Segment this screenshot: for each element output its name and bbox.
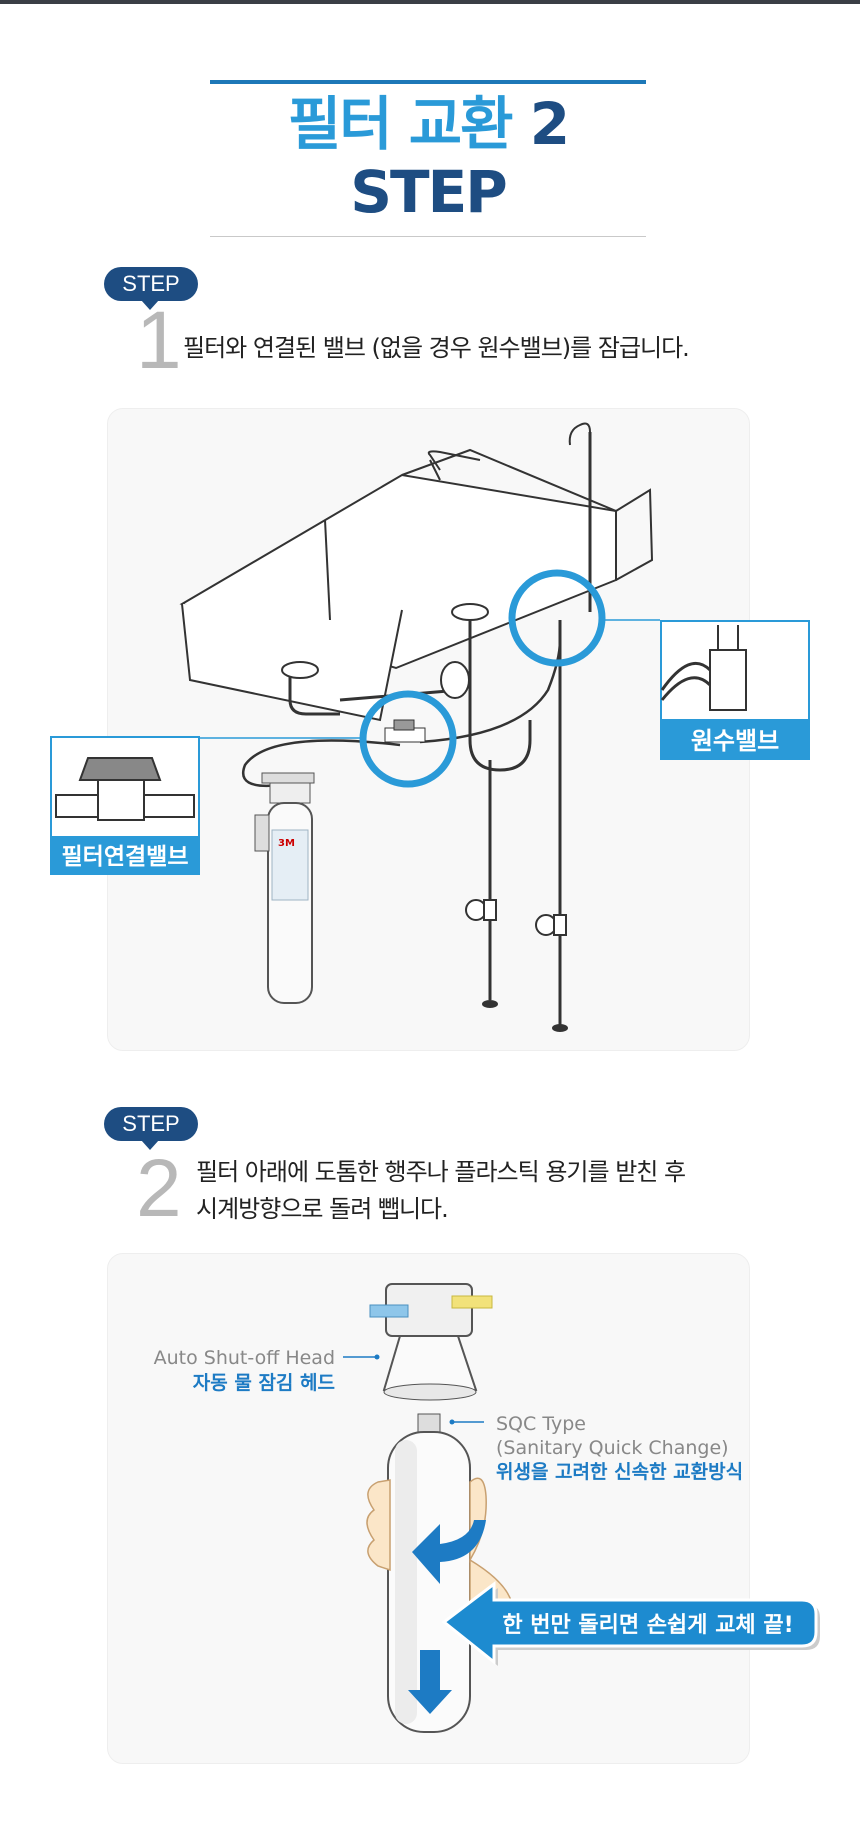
head-label-ko: 자동 물 잠김 헤드	[193, 1372, 335, 1394]
step1-instruction: 필터와 연결된 밸브 (없을 경우 원수밸브)를 잠급니다.	[183, 334, 690, 362]
step2-number: 2	[136, 1143, 182, 1234]
title-part-1: 필터 교환	[287, 90, 514, 158]
step1-badge: STEP	[104, 267, 198, 310]
filter-cartridge: 3M	[254, 772, 315, 1004]
page-title: 필터 교환 2 STEP	[210, 90, 646, 226]
title-part-2: 2 STEP	[350, 90, 570, 226]
step2-instruction: 필터 아래에 도톰한 행주나 플라스틱 용기를 받친 후 시계방향으로 돌려 뺍…	[196, 1154, 686, 1228]
sqc-label-line1: SQC Type	[496, 1413, 586, 1435]
supply-valve-highlight	[508, 569, 606, 667]
filter-brand-label: 3M	[278, 838, 295, 849]
step2-instruction-line2: 시계방향으로 돌려 뺍니다.	[196, 1195, 449, 1223]
filter-connection-valve	[384, 719, 426, 743]
filter-cartridge-body	[387, 1413, 471, 1733]
filter-valve-inset: 필터연결밸브	[50, 736, 200, 875]
sqc-label-ko: 위생을 고려한 신속한 교환방식	[496, 1461, 743, 1483]
down-arrow-icon	[408, 1650, 452, 1714]
sqc-label-line2: (Sanitary Quick Change)	[496, 1437, 729, 1459]
title-bottom-rule	[210, 236, 646, 237]
supply-valve-label: 원수밸브	[691, 727, 779, 755]
filter-valve-highlight	[359, 690, 457, 788]
page-title-block: 필터 교환 2 STEP	[210, 80, 646, 237]
top-divider-bar	[0, 0, 860, 4]
callout-text: 한 번만 돌리면 손쉽게 교체 끝!	[502, 1613, 793, 1638]
step2-badge: STEP	[104, 1107, 198, 1150]
step1-number: 1	[136, 295, 182, 386]
title-top-rule	[210, 80, 646, 84]
auto-shutoff-head	[369, 1283, 493, 1401]
filter-valve-label: 필터연결밸브	[62, 844, 189, 870]
replace-callout: 한 번만 돌리면 손쉽게 교체 끝!	[441, 1580, 820, 1666]
supply-valve-inset: 원수밸브	[660, 620, 810, 760]
rotate-arrow-icon	[412, 1520, 486, 1584]
head-label-en: Auto Shut-off Head	[154, 1347, 335, 1369]
step2-instruction-line1: 필터 아래에 도톰한 행주나 플라스틱 용기를 받친 후	[196, 1158, 686, 1186]
